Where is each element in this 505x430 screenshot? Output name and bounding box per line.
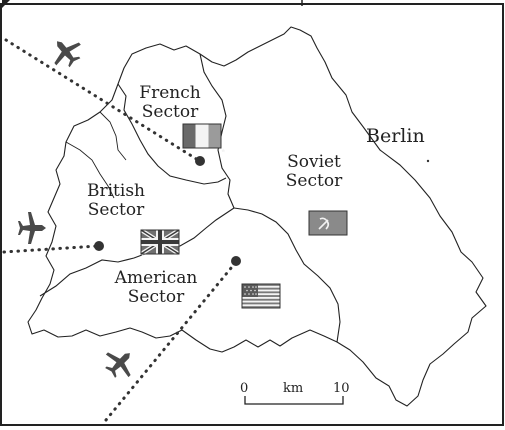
soviet-flag-icon: [221, 148, 348, 236]
city-outline: [27, 26, 487, 407]
airport-tempelhof: [231, 256, 241, 266]
french-british-boundary: [117, 83, 227, 185]
scale-start-label: 0: [240, 381, 249, 396]
french-soviet-boundary: [199, 53, 235, 209]
british-sector-label-line1: British: [87, 181, 145, 201]
us-flag-icon: [241, 283, 281, 309]
american-soviet-boundary: [233, 207, 341, 343]
airplane-icon: [18, 212, 46, 244]
american-sector-label-line2: Sector: [127, 287, 185, 307]
district-line: [65, 141, 115, 199]
city-dot: [426, 159, 430, 163]
french-sector-label-line1: French: [139, 83, 201, 103]
airplane-icon: [54, 41, 81, 68]
air-corridor-south: [104, 260, 238, 422]
british-sector-label-line2: Sector: [87, 200, 145, 220]
american-sector-label: American Sector: [108, 269, 204, 307]
uk-flag-icon: [139, 228, 181, 256]
soviet-sector-label-line1: Soviet: [287, 152, 341, 172]
france-flag-icon: [182, 123, 222, 149]
american-sector-label-line1: American: [114, 268, 198, 288]
french-sector-label-line2: Sector: [141, 102, 199, 122]
scale-end-label: 10: [333, 381, 350, 396]
airport-tegel: [195, 156, 205, 166]
british-sector-label: British Sector: [78, 182, 154, 220]
soviet-sector-label: Soviet Sector: [276, 153, 352, 191]
scale-unit-label: km: [283, 381, 304, 396]
airplane-icon: [105, 352, 131, 378]
district-line: [99, 111, 127, 161]
air-corridor-west: [2, 244, 100, 254]
airport-gatow: [94, 241, 104, 251]
french-sector-label: French Sector: [132, 84, 208, 122]
map-border: [0, 3, 504, 426]
air-corridor-north: [4, 38, 200, 162]
scale-bar: [244, 396, 344, 405]
city-label: Berlin: [366, 125, 425, 147]
corner-mark: [2, 0, 10, 8]
soviet-sector-label-line2: Sector: [285, 171, 343, 191]
